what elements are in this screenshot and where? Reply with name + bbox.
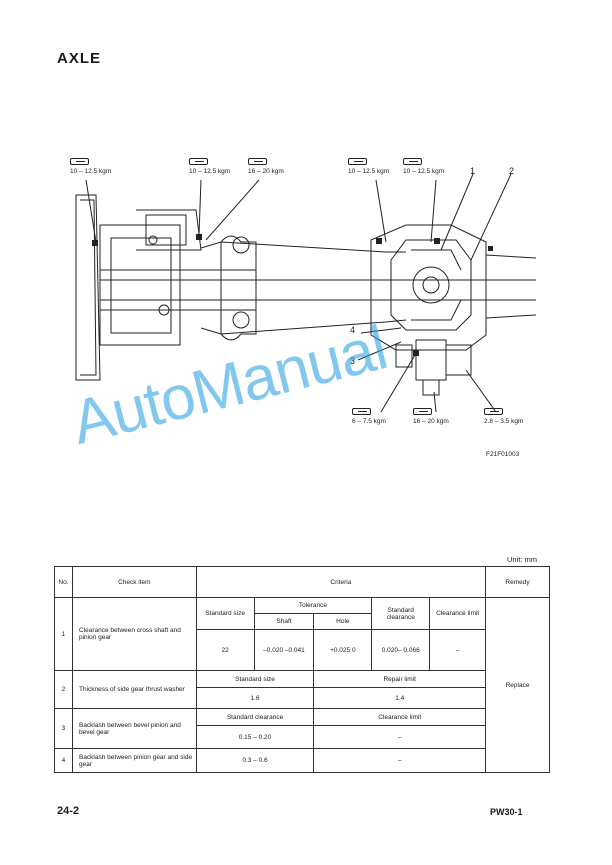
check-item: Clearance between cross shaft and pinion…	[71, 597, 197, 671]
axle-cross-section-diagram	[75, 173, 537, 413]
wrench-icon	[352, 408, 371, 415]
torque-label: 10 – 12.5 kgm	[70, 158, 111, 175]
subheader: Repair limit	[313, 670, 487, 688]
torque-label: 10 – 12.5 kgm	[403, 158, 444, 175]
subheader: Standard size	[195, 670, 315, 688]
col-standard-clearance: Standard clearance	[371, 597, 431, 630]
subheader: Clearance limit	[313, 708, 487, 726]
header-check-item: Check item	[71, 566, 197, 598]
col-clearance-limit: Clearance limit	[429, 597, 487, 630]
value: 1.6	[195, 687, 315, 709]
wrench-icon	[189, 158, 208, 165]
value: 0.15 – 0.20	[195, 725, 315, 749]
value-clearance-limit: –	[429, 629, 487, 671]
wrench-icon	[484, 408, 503, 415]
check-item: Thickness of side gear thrust washer	[71, 670, 197, 709]
value-standard-clearance: 0.020– 0.066	[371, 629, 431, 671]
torque-label: 16 – 20 kgm	[248, 158, 284, 175]
callout-number: 3	[350, 356, 356, 366]
check-item: Backlash between bevel pinion and bevel …	[71, 708, 197, 749]
wrench-icon	[70, 158, 89, 165]
model-code: PW30-1	[490, 807, 523, 817]
remedy-cell: Replace	[485, 597, 550, 773]
figure-code: F21F01003	[486, 451, 520, 458]
criteria-table: No. Check item Criteria Remedy 1 Clearan…	[54, 566, 550, 773]
value: –	[313, 748, 487, 773]
row-number: 2	[54, 670, 73, 709]
wrench-icon	[348, 158, 367, 165]
value-shaft: –0.020 –0.041	[253, 629, 315, 671]
wrench-icon	[403, 158, 422, 165]
subheader: Standard clearance	[195, 708, 315, 726]
row-number: 3	[54, 708, 73, 749]
value: 1.4	[313, 687, 487, 709]
value-hole: +0.025 0	[313, 629, 373, 671]
header-criteria: Criteria	[195, 566, 487, 598]
col-tolerance: Tolerance	[253, 597, 373, 614]
value: –	[313, 725, 487, 749]
check-item: Backlash between pinion gear and side ge…	[71, 748, 197, 773]
col-standard-size: Standard size	[195, 597, 255, 630]
torque-label: 6 – 7.5 kgm	[352, 408, 386, 425]
wrench-icon	[413, 408, 432, 415]
unit-label: Unit: mm	[507, 555, 537, 564]
value: 0.3 – 0.6	[195, 748, 315, 773]
col-hole: Hole	[313, 613, 373, 630]
callout-number: 2	[509, 166, 515, 176]
torque-label: 16 – 20 kgm	[413, 408, 449, 425]
callout-number: 1	[470, 166, 476, 176]
row-number: 4	[54, 748, 73, 773]
header-no: No.	[54, 566, 73, 598]
torque-label: 10 – 12.5 kgm	[348, 158, 389, 175]
header-remedy: Remedy	[485, 566, 550, 598]
torque-label: 2.8 – 3.5 kgm	[484, 408, 523, 425]
row-number: 1	[54, 597, 73, 671]
value-standard-size: 22	[195, 629, 255, 671]
page-number: 24-2	[57, 805, 80, 817]
wrench-icon	[248, 158, 267, 165]
col-shaft: Shaft	[253, 613, 315, 630]
page-title: AXLE	[57, 50, 102, 67]
callout-number: 4	[350, 325, 356, 335]
torque-label: 10 – 12.5 kgm	[189, 158, 230, 175]
